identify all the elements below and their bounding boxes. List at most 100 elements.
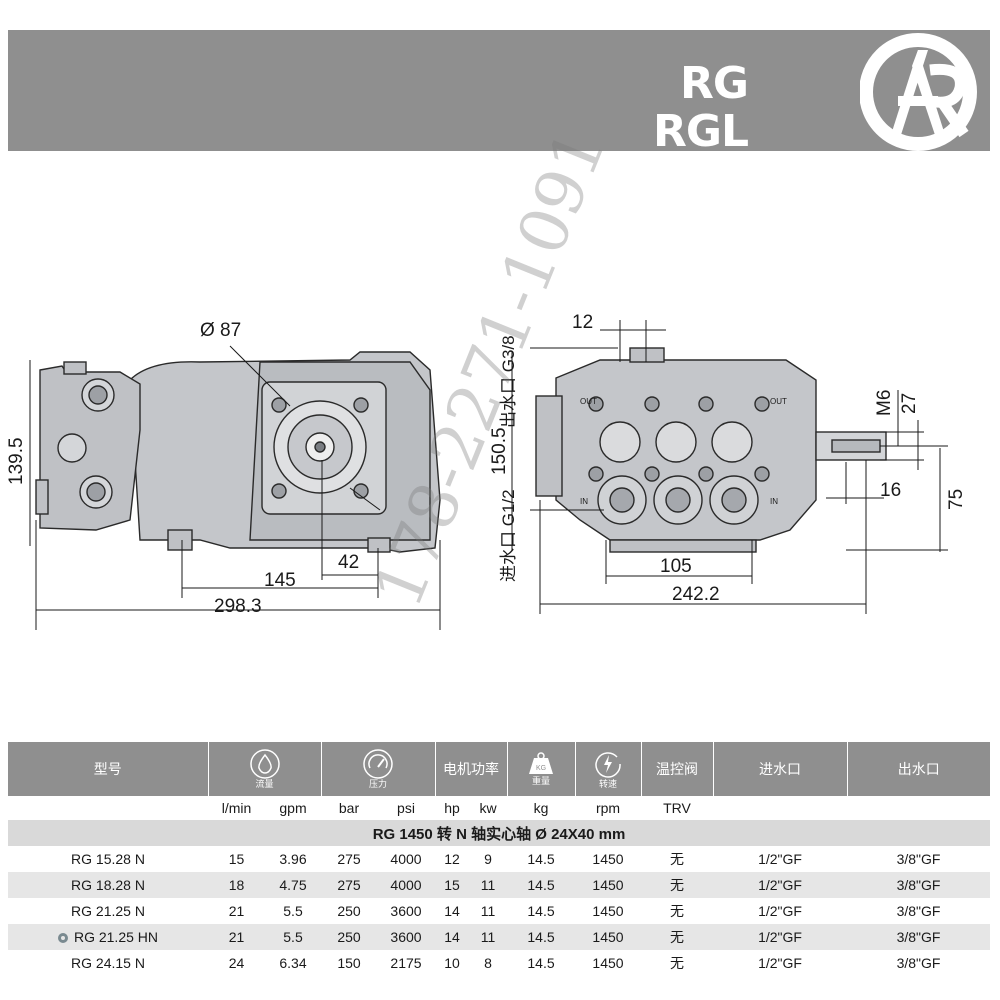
cell-rpm: 1450 [592,955,624,971]
cell-bar: 250 [321,924,377,950]
cell-hp: 15 [435,872,469,898]
cell-trv: 无 [670,955,684,971]
cell-psi: 3600 [377,924,435,950]
cell-outlet: 3/8"GF [896,851,941,867]
header-speed: 转速 [574,742,641,796]
cell-trv: 无 [641,872,713,898]
cell-inlet: 1/2"GF [758,851,802,867]
unit-lmin: l/min [208,796,265,820]
cell-kg: 14.5 [527,851,555,867]
side-view [35,351,441,553]
unit-row: l/min gpm bar psi hp kw kg rpm TRV [8,796,990,820]
cell-lmin: 21 [228,903,245,919]
unit-kg: kg [507,796,575,820]
unit-rpm: rpm [575,796,641,820]
dim-42: 42 [338,552,359,573]
cell-trv: 无 [641,924,713,950]
cell-kw: 11 [469,872,507,898]
cell-model: RG 21.25 N [8,898,208,924]
cell-kg: 14.5 [507,872,575,898]
cell-outlet: 3/8"GF [847,924,990,950]
unit-psi: psi [377,796,435,820]
cell-inlet: 1/2"GF [713,924,847,950]
port-label-out-left: OUT [580,397,597,406]
dimension-labels: Ø 87 139.5 42 145 298.3 150.5 出水口 G3/8 进… [6,312,967,617]
dimension-lines [29,320,948,630]
dim-16: 16 [880,480,901,501]
header-inlet: 进水口 [712,742,847,796]
model-code-rgl: RGL [652,106,749,157]
model-name: RG 18.28 N [71,877,145,893]
model-name: RG 21.25 HN [73,929,159,945]
cell-gpm: 5.5 [265,924,321,950]
cell-gpm: 4.75 [265,872,321,898]
cell-bar: 275 [321,872,377,898]
dim-overall-length: 298.3 [214,596,262,617]
outlet-port-label: 出水口 G3/8 [499,335,518,428]
cell-model: RG 21.25 HN [8,924,208,950]
cell-bar: 150 [337,955,361,971]
cell-kg: 14.5 [527,903,555,919]
cell-outlet: 3/8"GF [896,955,941,971]
weight-badge: KG [536,765,546,772]
cell-trv: 无 [670,851,684,867]
cell-model: RG 18.28 N [8,872,208,898]
header-outlet: 出水口 [846,742,990,796]
front-view [535,347,887,553]
cell-outlet: 3/8"GF [847,872,990,898]
cell-rpm: 1450 [575,872,641,898]
header-power: 电机功率 [434,742,507,796]
rotation-speed-icon [595,751,621,778]
dim-145: 145 [264,570,296,591]
port-label-in-left: IN [580,497,588,506]
cell-hp: 12 [444,851,460,867]
cell-rpm: 1450 [592,903,624,919]
unit-trv: TRV [641,796,713,820]
speed-caption: 转速 [598,778,617,789]
cell-kw: 8 [484,955,492,971]
cell-outlet: 3/8"GF [896,903,941,919]
pressure-gauge-icon [363,748,393,779]
dim-75: 75 [946,489,967,510]
dim-flange-diameter: Ø 87 [200,320,241,341]
model-name: RG 15.28 N [71,851,145,867]
cell-rpm: 1450 [575,924,641,950]
cell-trv: 无 [670,903,684,919]
cell-inlet: 1/2"GF [758,903,802,919]
cell-inlet: 1/2"GF [758,955,802,971]
cell-lmin: 21 [208,924,265,950]
cell-psi: 2175 [390,955,422,971]
cell-hp: 10 [444,955,460,971]
cell-rpm: 1450 [592,851,624,867]
unit-kw: kw [469,796,507,820]
cell-psi: 3600 [390,903,422,919]
dim-thread-m6: M6 [874,390,895,416]
unit-gpm: gpm [265,796,321,820]
technical-drawing: OUT OUT IN IN [6,312,967,630]
header-thermostat: 温控阀 [640,742,713,796]
cell-gpm: 6.34 [279,955,307,971]
header-weight: KG 重量 [506,742,575,796]
cell-bar: 250 [337,903,361,919]
cell-kg: 14.5 [507,924,575,950]
dim-12: 12 [572,312,593,333]
dim-overall-width: 242.2 [672,584,720,605]
dim-side-height: 139.5 [6,437,27,485]
model-name: RG 21.25 N [71,903,145,919]
cell-kw: 11 [469,924,507,950]
cell-kg: 14.5 [527,955,555,971]
cell-gpm: 5.5 [283,903,303,919]
inlet-port-label: 进水口 G1/2 [499,489,518,582]
flow-caption: 流量 [255,778,274,789]
group-title: RG 1450 转 N 轴实心轴 Ø 24X40 mm [8,820,990,846]
table-header-row: 型号 流量 压力 电机功率 KG 重量 [8,742,990,796]
water-drop-icon [249,748,280,779]
cell-lmin: 15 [228,851,245,867]
cell-hp: 14 [444,903,460,919]
header-pressure: 压力 [320,742,435,796]
table-group-row: RG 1450 转 N 轴实心轴 Ø 24X40 mm [8,820,990,846]
